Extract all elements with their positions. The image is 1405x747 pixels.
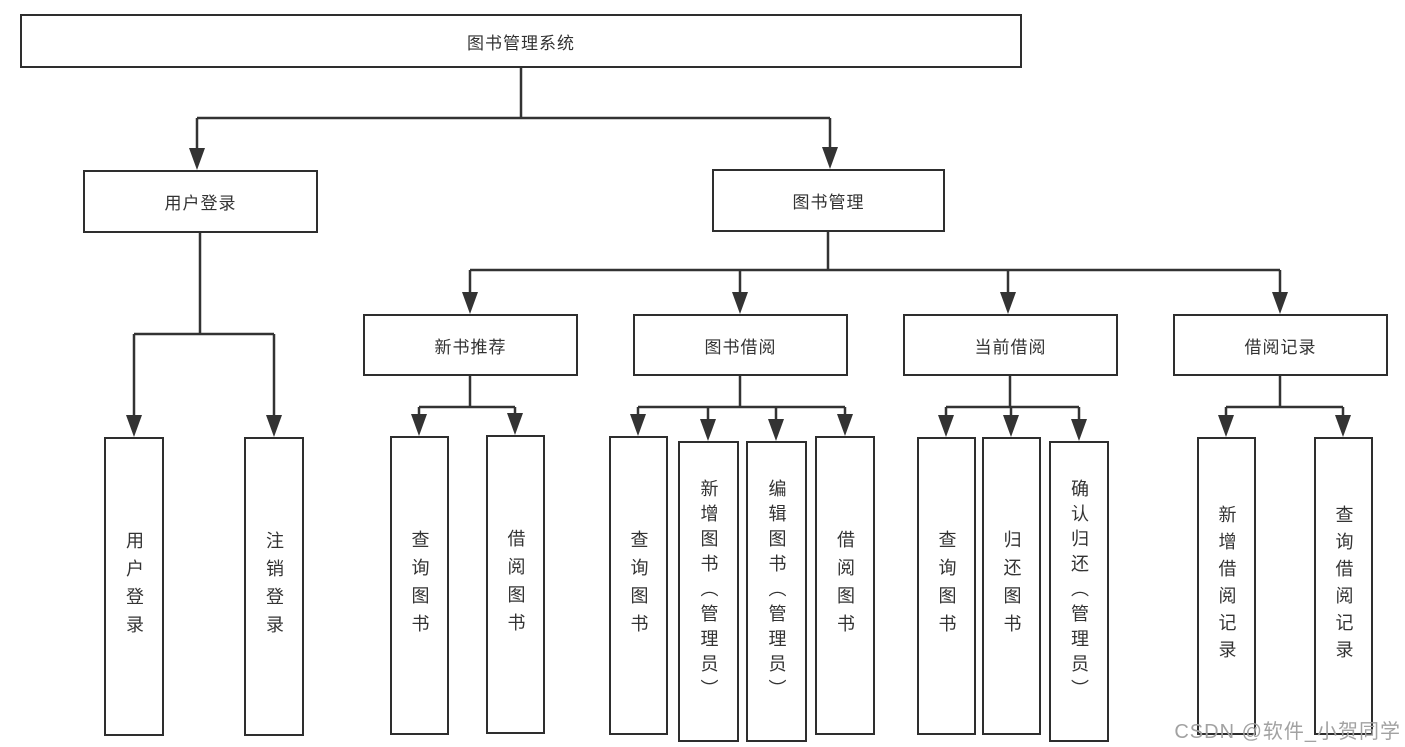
node-label: 借阅图书 — [505, 528, 526, 641]
leaf-borrow-book-1: 借阅图书 — [486, 435, 545, 734]
leaf-query-borrow-record: 查询借阅记录 — [1314, 437, 1373, 735]
node-root-system: 图书管理系统 — [20, 14, 1022, 68]
node-borrow-record: 借阅记录 — [1173, 314, 1388, 376]
node-label: 查询图书 — [409, 529, 430, 642]
node-label: 查询图书 — [936, 530, 957, 642]
node-label: 注销登录 — [264, 530, 284, 643]
node-label: 新增借阅记录 — [1216, 505, 1237, 667]
node-label: 查询图书 — [628, 529, 649, 642]
node-new-book-recommend: 新书推荐 — [363, 314, 578, 376]
node-label: 新增图书（管理员） — [698, 479, 719, 704]
leaf-query-book-3: 查询图书 — [917, 437, 976, 735]
node-label: 编辑图书（管理员） — [766, 479, 787, 704]
connector-line-path — [132, 68, 1345, 431]
node-current-borrow: 当前借阅 — [903, 314, 1118, 376]
node-label: 图书管理系统 — [467, 33, 575, 53]
leaf-return-book: 归还图书 — [982, 437, 1041, 735]
node-book-management-branch: 图书管理 — [712, 169, 945, 232]
node-label: 当前借阅 — [974, 337, 1047, 357]
leaf-query-book-2: 查询图书 — [609, 436, 668, 735]
arrowhead-path — [126, 147, 1351, 441]
node-label: 新书推荐 — [434, 337, 507, 357]
leaf-query-book-1: 查询图书 — [390, 436, 449, 735]
leaf-add-book-admin: 新增图书（管理员） — [678, 441, 739, 742]
leaf-logout: 注销登录 — [244, 437, 304, 736]
node-label: 查询借阅记录 — [1333, 505, 1354, 667]
node-label: 图书管理 — [792, 193, 865, 212]
leaf-edit-book-admin: 编辑图书（管理员） — [746, 441, 807, 742]
node-label: 图书借阅 — [704, 337, 777, 357]
node-label: 确认归还（管理员） — [1069, 479, 1089, 704]
node-label: 归还图书 — [1001, 530, 1022, 642]
node-user-login-branch: 用户登录 — [83, 170, 318, 233]
node-book-borrow: 图书借阅 — [633, 314, 848, 376]
node-label: 借阅记录 — [1244, 337, 1317, 357]
leaf-borrow-book-2: 借阅图书 — [815, 436, 875, 735]
node-label: 用户登录 — [124, 530, 144, 643]
node-label: 用户登录 — [164, 194, 237, 213]
leaf-confirm-return-admin: 确认归还（管理员） — [1049, 441, 1109, 742]
node-label: 借阅图书 — [835, 529, 855, 642]
leaf-add-borrow-record: 新增借阅记录 — [1197, 437, 1256, 735]
leaf-user-login: 用户登录 — [104, 437, 164, 736]
watermark-text: CSDN @软件_小贺同学 — [1174, 721, 1401, 743]
